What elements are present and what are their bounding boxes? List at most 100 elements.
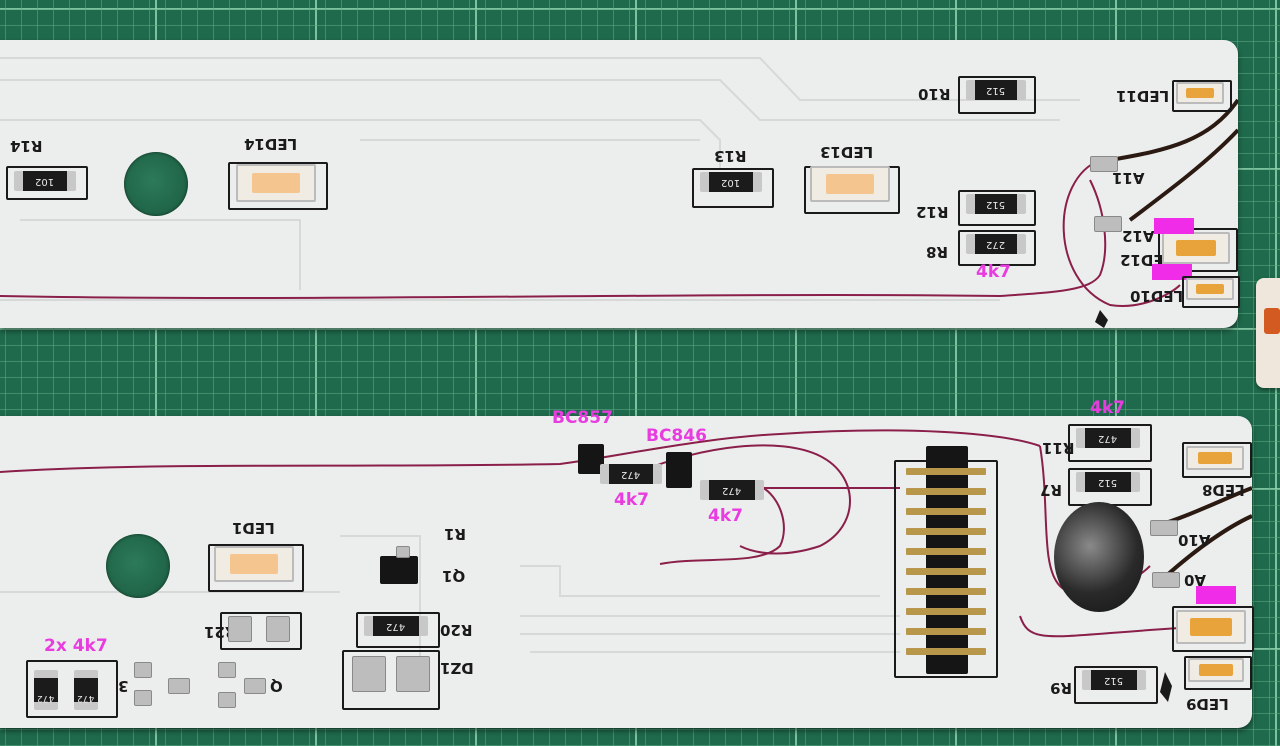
r21-pad-1 — [228, 616, 252, 642]
q1-transistor — [380, 556, 418, 584]
led1-label: LED1 — [232, 519, 275, 537]
r11-footprint — [1068, 424, 1152, 462]
led9-label: LED9 — [1186, 695, 1229, 713]
r11-annotation: 4k7 — [1090, 398, 1125, 418]
led8-label: LED8 — [1202, 481, 1245, 499]
r13-footprint — [692, 168, 774, 208]
mounting-hole — [124, 152, 188, 216]
edge-component — [1256, 278, 1280, 388]
header-pin — [906, 568, 986, 575]
a0-pad — [1152, 572, 1180, 588]
a0-label: A0 — [1184, 571, 1207, 589]
led12-footprint — [1158, 228, 1238, 272]
r12-resistor: 512 — [966, 194, 1026, 214]
top-board-traces — [0, 57, 1238, 328]
led11-footprint — [1172, 80, 1232, 112]
led14-footprint — [228, 162, 328, 210]
left-resistors-annotation: 2x 4k7 — [44, 636, 108, 656]
r21-footprint — [220, 612, 302, 650]
r8-annotation: 4k7 — [976, 262, 1011, 282]
led13 — [810, 166, 890, 202]
r10-footprint — [958, 76, 1036, 114]
led13-label: LED13 — [820, 143, 874, 161]
bottom-board-traces — [0, 429, 1252, 702]
bottom-led-board: 472 472 2x 4k7 3 LED1 R21 Q R1 Q1 472 R2… — [0, 400, 1254, 728]
q2-pad-3 — [218, 692, 236, 708]
led14 — [236, 164, 316, 202]
bc846-transistor — [666, 452, 692, 488]
left-resistor-a: 472 — [34, 670, 58, 710]
r13-label: R13 — [714, 147, 747, 165]
r14-label: R14 — [10, 137, 43, 155]
a0-led — [1176, 610, 1246, 644]
dz1-pad-2 — [396, 656, 430, 692]
led1-footprint — [208, 544, 304, 592]
r12-footprint — [958, 190, 1036, 226]
electrolytic-capacitor — [1054, 502, 1144, 612]
led11-label: LED11 — [1116, 87, 1170, 105]
mounting-hole-bottom — [106, 534, 170, 598]
led-marker-bottom — [1196, 586, 1236, 604]
a12-pad — [1094, 216, 1122, 232]
led10-label: LED10 — [1130, 287, 1184, 305]
header-pin — [906, 628, 986, 635]
header-pin — [906, 468, 986, 475]
r9-label: R9 — [1050, 679, 1072, 697]
header-pin — [906, 508, 986, 515]
q-pad-1 — [134, 662, 152, 678]
r14-resistor: 102 — [14, 171, 76, 191]
led9-small — [1188, 658, 1244, 682]
r7-resistor: 512 — [1076, 472, 1140, 492]
led10 — [1186, 278, 1234, 300]
bc857-resistor: 472 — [600, 464, 662, 484]
left-resistor-footprint — [26, 660, 118, 718]
q-partial-label: Q — [270, 677, 283, 695]
header-pin — [906, 488, 986, 495]
led12 — [1162, 232, 1230, 264]
led8-footprint — [1182, 442, 1252, 478]
a12-label: A12 — [1122, 227, 1155, 245]
q-pad-2 — [168, 678, 190, 694]
header-pin — [906, 548, 986, 555]
q-pad-3 — [134, 690, 152, 706]
left-resistor-b: 472 — [74, 670, 98, 710]
bc857-transistor — [578, 444, 604, 474]
bc857-annotation: BC857 — [552, 408, 613, 428]
dz1-footprint — [342, 650, 440, 710]
bc846-resistor: 472 — [700, 480, 764, 500]
led14-label: LED14 — [244, 135, 298, 153]
pin-header — [926, 446, 968, 674]
r9-footprint — [1074, 666, 1158, 704]
r21-pad-2 — [266, 616, 290, 642]
r8-resistor: 272 — [966, 234, 1026, 254]
r7-label: R7 — [1040, 481, 1062, 499]
r10-label: R10 — [918, 85, 951, 103]
bc857-resistor-annotation: 4k7 — [614, 490, 649, 510]
led1 — [214, 546, 294, 582]
r11-resistor: 472 — [1076, 428, 1140, 448]
q2-pad-1 — [218, 662, 236, 678]
header-pin — [906, 588, 986, 595]
r14-footprint — [6, 166, 88, 200]
led10-footprint — [1182, 276, 1240, 308]
header-pin — [906, 608, 986, 615]
header-pin — [906, 648, 986, 655]
q1-label: Q1 — [442, 567, 466, 585]
r3-partial-label: 3 — [118, 677, 129, 695]
r1-label: R1 — [444, 525, 466, 543]
dz1-pad-1 — [352, 656, 386, 692]
r20-label: R20 — [440, 621, 473, 639]
led8 — [1186, 446, 1244, 470]
header-pin — [906, 528, 986, 535]
r10-resistor: 512 — [966, 80, 1026, 100]
r8-footprint — [958, 230, 1036, 266]
a10-pad — [1150, 520, 1178, 536]
bc846-annotation: BC846 — [646, 426, 707, 446]
q2-pad-2 — [244, 678, 266, 694]
r8-label: R8 — [926, 243, 948, 261]
top-led-board: R14 102 LED14 R13 102 LED13 R10 512 LED1… — [0, 40, 1240, 328]
r13-resistor: 102 — [700, 172, 762, 192]
dz1-label: DZ1 — [440, 659, 474, 677]
r9-resistor: 512 — [1082, 670, 1146, 690]
a11-pad — [1090, 156, 1118, 172]
